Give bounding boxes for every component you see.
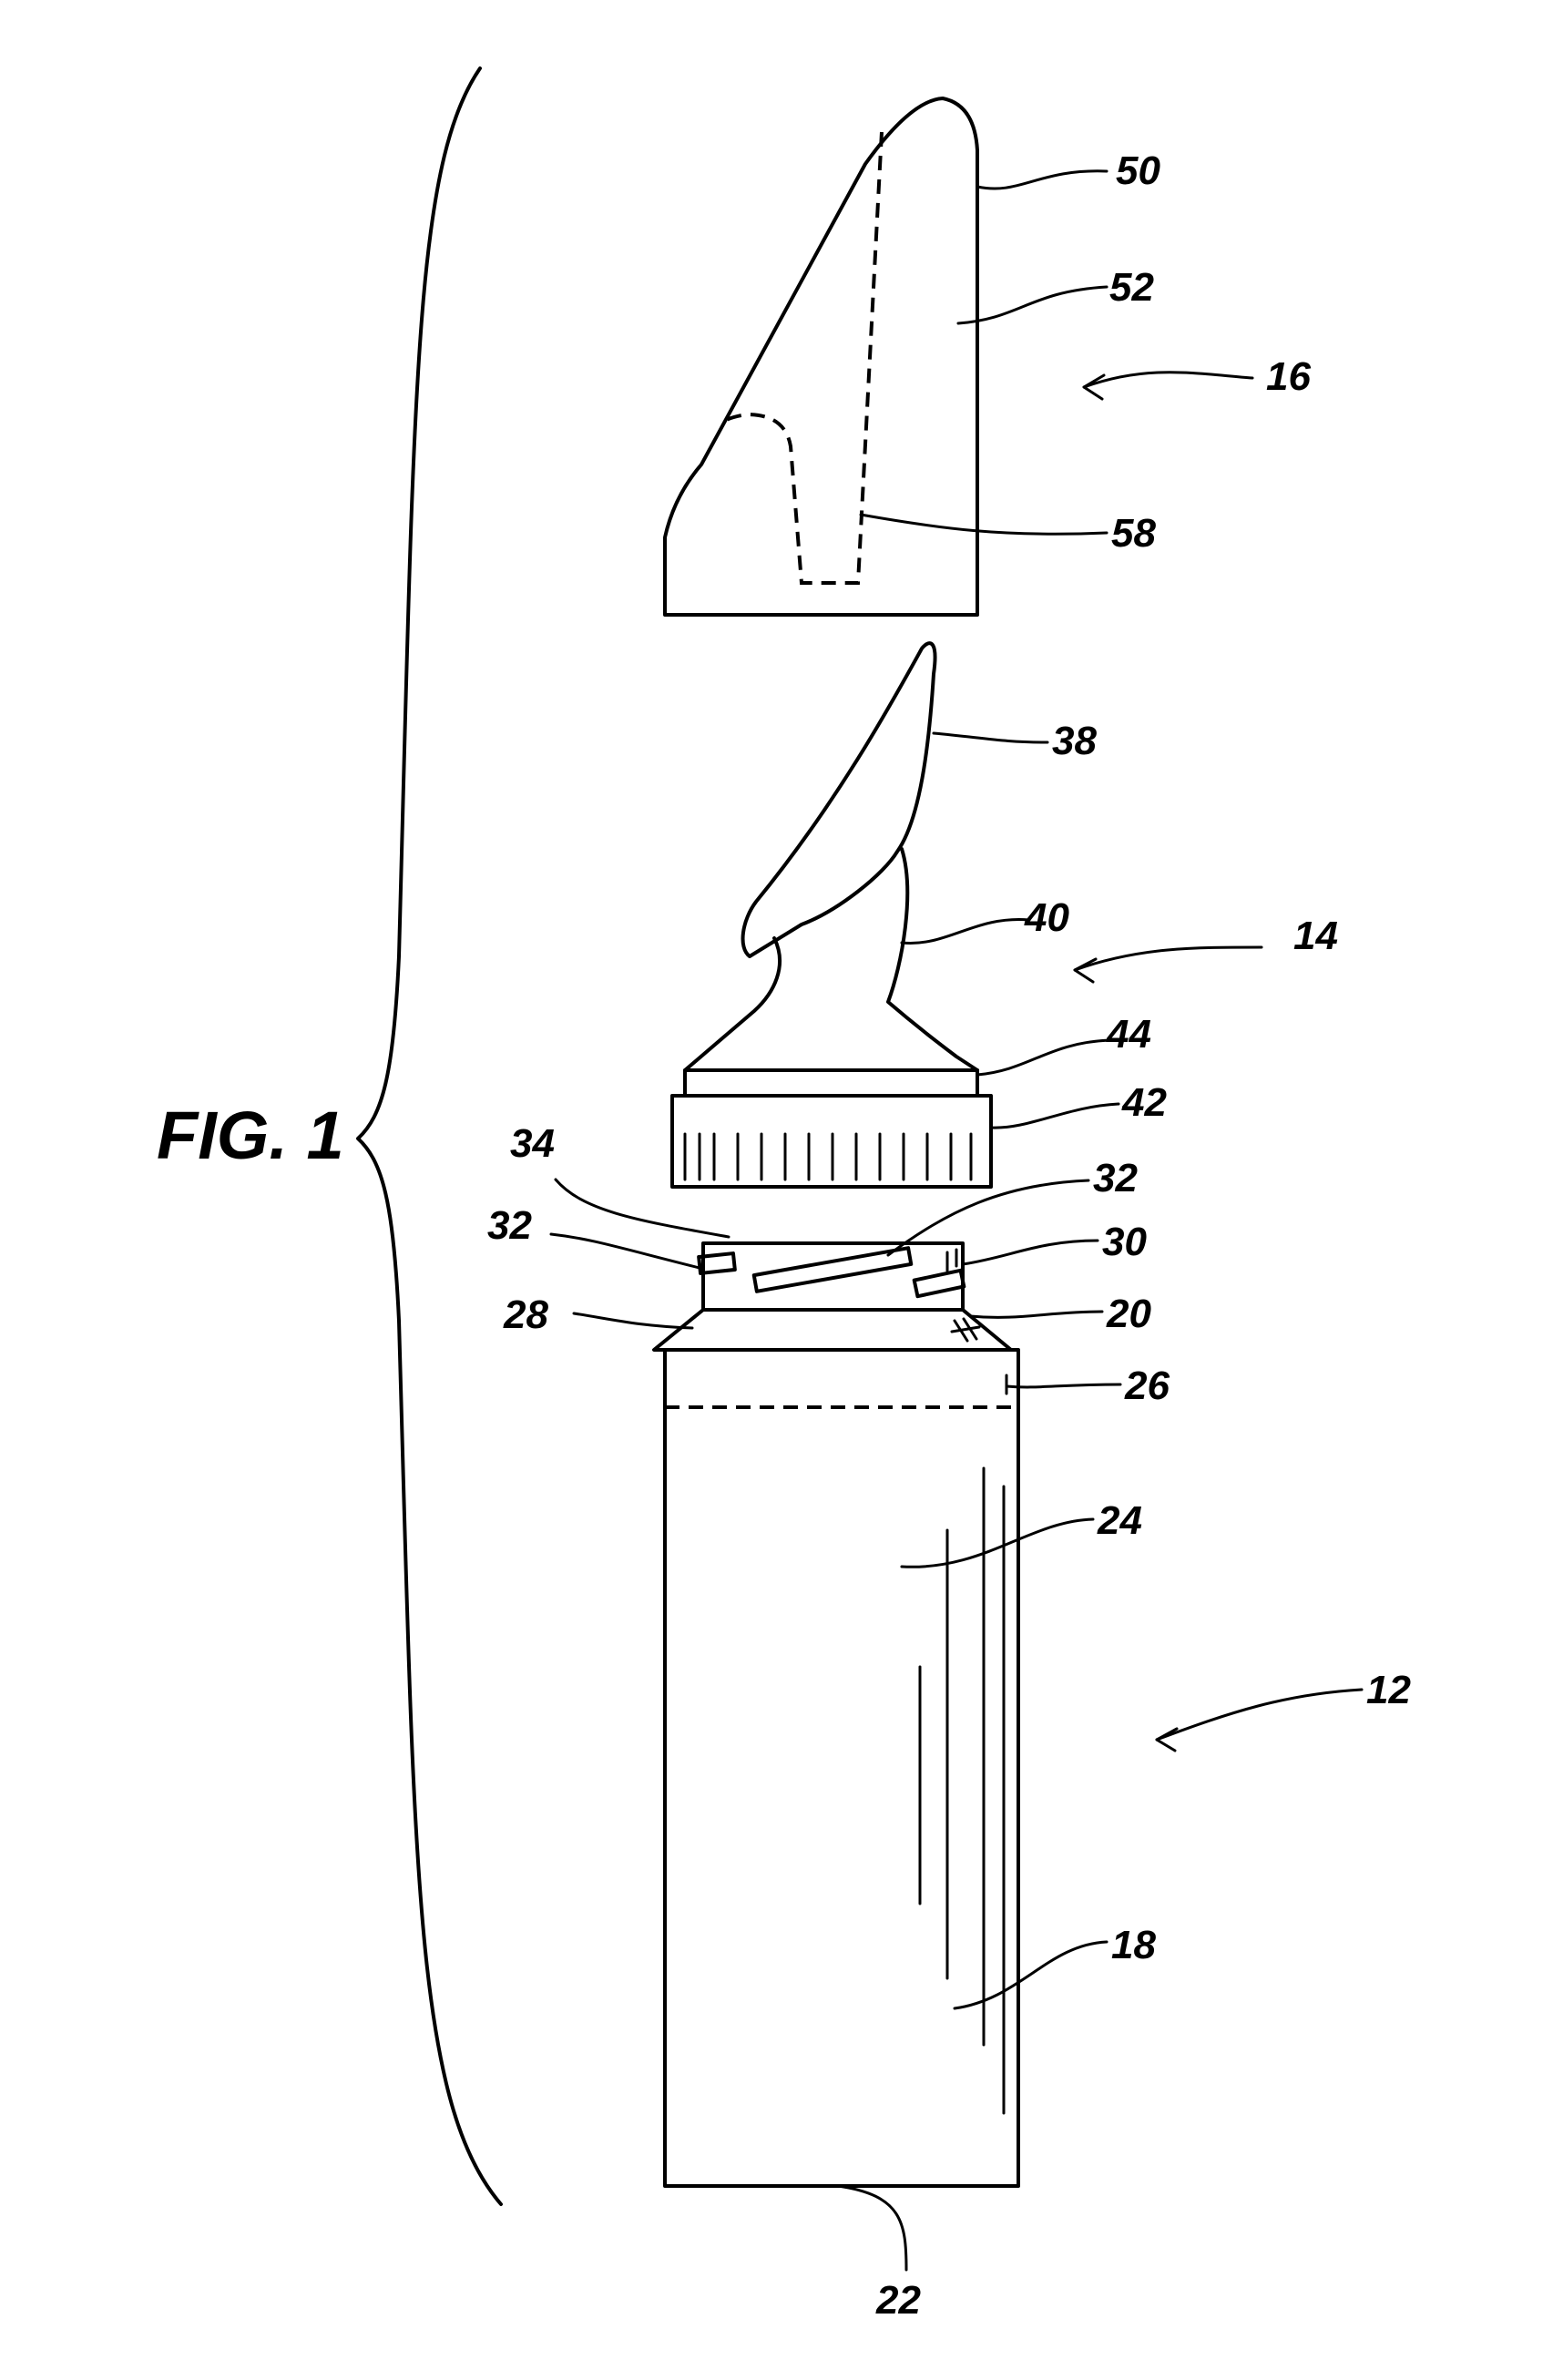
ref-12: 12 — [1366, 1668, 1411, 1712]
ref-30: 30 — [1102, 1220, 1147, 1264]
ref-20: 20 — [1106, 1292, 1151, 1336]
collar-ribs — [685, 1134, 971, 1180]
leader-lines — [551, 171, 1362, 2270]
flange-44 — [685, 1070, 977, 1096]
nipple-assembly-14 — [672, 643, 991, 1187]
ref-24: 24 — [1097, 1498, 1142, 1543]
container-12 — [654, 1243, 1018, 2186]
ref-42: 42 — [1121, 1080, 1167, 1125]
thread-lug-right — [914, 1271, 965, 1296]
ref-34: 34 — [510, 1121, 555, 1166]
ref-26: 26 — [1124, 1364, 1170, 1408]
ref-14: 14 — [1293, 914, 1338, 958]
cover-16 — [665, 98, 977, 615]
ref-32-upper: 32 — [1093, 1156, 1138, 1200]
ref-44: 44 — [1106, 1012, 1151, 1057]
ref-58: 58 — [1111, 511, 1156, 556]
ref-38: 38 — [1052, 719, 1097, 763]
ref-22: 22 — [875, 2278, 921, 2323]
ref-52: 52 — [1109, 265, 1154, 310]
ref-32-left: 32 — [487, 1203, 532, 1248]
ref-50: 50 — [1116, 148, 1160, 193]
ref-18: 18 — [1111, 1923, 1156, 1967]
ref-28: 28 — [503, 1292, 548, 1337]
grouping-brace — [358, 68, 501, 2204]
ref-40: 40 — [1024, 895, 1069, 940]
ref-16: 16 — [1266, 354, 1311, 399]
body-18 — [665, 1350, 1018, 2186]
figure-label: FIG. 1 — [157, 1098, 344, 1173]
